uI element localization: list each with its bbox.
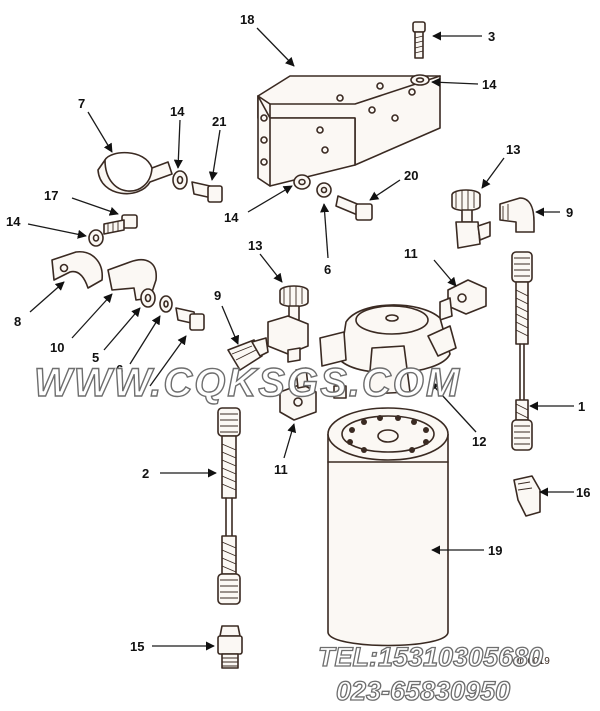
callout-13-left: 13 <box>248 238 262 253</box>
bolt-17 <box>103 214 138 235</box>
callout-18: 18 <box>240 12 254 27</box>
clamp-8 <box>51 251 103 289</box>
washer-14-left <box>172 170 188 190</box>
callout-16: 16 <box>576 485 590 500</box>
mounting-bracket <box>257 75 441 187</box>
bolt-3 <box>412 21 426 59</box>
adapter-15 <box>217 625 243 669</box>
callout-1: 1 <box>578 399 585 414</box>
watermark-site: WWW.CQKSGS.COM <box>34 361 461 405</box>
watermark-phone: 023-65830950 <box>336 676 510 706</box>
callout-8: 8 <box>14 314 21 329</box>
callout-6-right: 6 <box>324 262 331 277</box>
callout-12: 12 <box>472 434 486 449</box>
drawing-code: wm0019 <box>511 656 550 667</box>
callout-11-right: 11 <box>404 246 418 261</box>
callout-5: 5 <box>92 350 99 365</box>
callout-2: 2 <box>142 466 149 481</box>
filter-head-12 <box>319 304 457 399</box>
callout-3: 3 <box>488 29 495 44</box>
bolt-21 <box>191 181 223 203</box>
leader-lines <box>27 27 574 651</box>
callout-15: 15 <box>130 639 144 654</box>
callout-14-mid: 14 <box>6 214 21 229</box>
callout-9-left: 9 <box>214 288 221 303</box>
callout-6-left: 6 <box>116 362 123 377</box>
callout-9-right: 9 <box>566 205 573 220</box>
hose-1 <box>511 251 533 451</box>
callout-11-left: 11 <box>274 462 288 477</box>
callout-20: 20 <box>404 168 418 183</box>
washer-14-mid <box>88 229 104 247</box>
lockwasher-6-right <box>316 182 332 198</box>
callout-7: 7 <box>78 96 85 111</box>
watermark-tel: TEL:15310305680 <box>318 642 543 672</box>
hose-2 <box>217 407 241 605</box>
elbow-9-right <box>499 197 535 233</box>
elbow-16 <box>513 475 541 517</box>
washer-14-top <box>410 74 430 86</box>
callout-17: 17 <box>44 188 58 203</box>
shutoff-valve-13-left <box>267 285 309 363</box>
callout-13-right: 13 <box>506 142 520 157</box>
bolt-20 <box>335 195 373 221</box>
tee-11-left <box>279 367 317 421</box>
washer-5 <box>140 288 156 308</box>
lockwasher-6-left <box>159 295 173 313</box>
bolt-left <box>175 307 205 331</box>
clamp-7 <box>97 151 173 195</box>
callout-14-top: 14 <box>482 77 497 92</box>
watermark: WWW.CQKSGS.COM TEL:15310305680 023-65830… <box>33 360 544 706</box>
elbow-9-left <box>227 337 269 371</box>
callout-10: 10 <box>50 340 64 355</box>
callout-14-left: 14 <box>170 104 185 119</box>
callout-labels: 18 3 14 7 14 21 17 14 14 20 6 13 9 11 13… <box>6 12 590 654</box>
shutoff-valve-13-right <box>451 189 491 249</box>
callout-19: 19 <box>488 543 502 558</box>
tee-11-right <box>439 279 487 321</box>
washer-14-right <box>293 174 311 190</box>
callout-21: 21 <box>212 114 226 129</box>
filter-element-19 <box>327 407 449 647</box>
callout-14-right: 14 <box>224 210 239 225</box>
